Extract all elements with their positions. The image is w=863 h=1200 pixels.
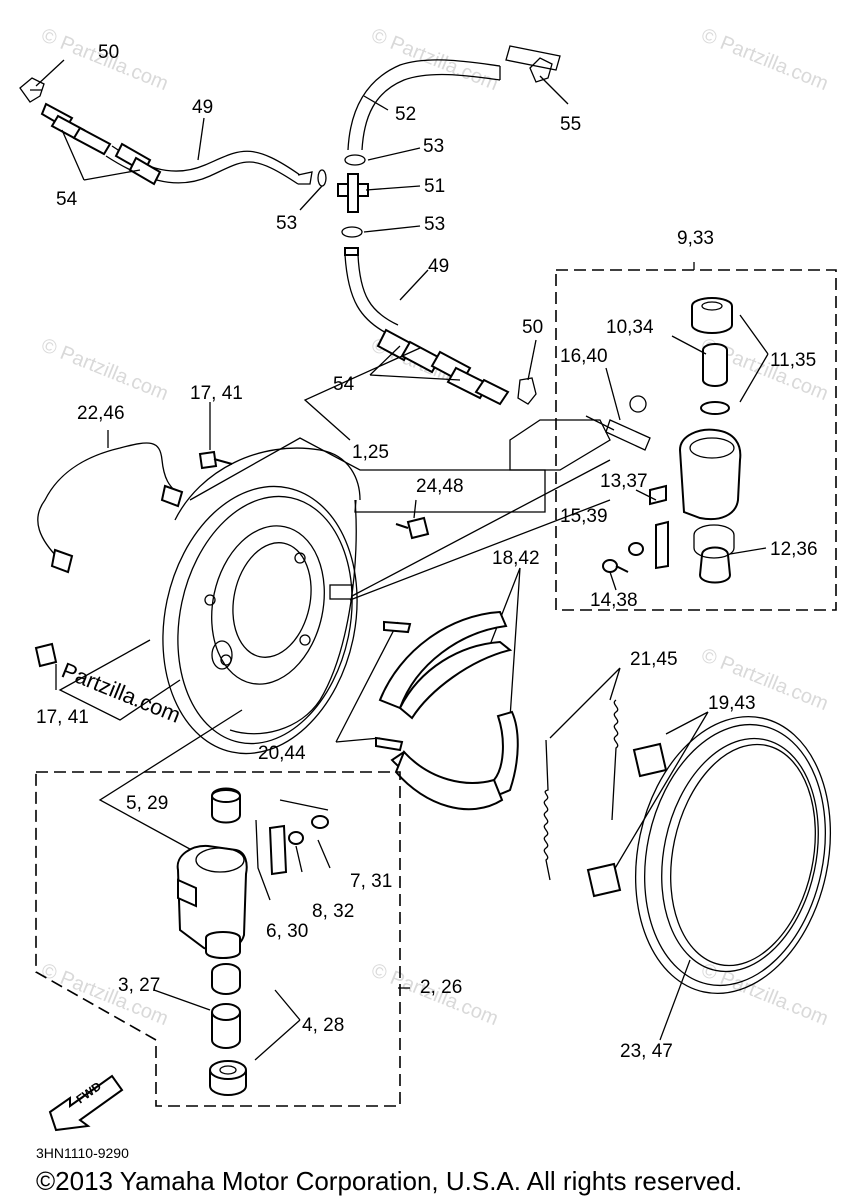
label-53-b: 53 [424, 214, 445, 235]
label-49-mid: 49 [428, 256, 449, 277]
shoe-pin-20b [375, 736, 404, 752]
label-53-a: 53 [423, 136, 444, 157]
part-labels: 50 49 52 55 53 51 53 53 54 49 9,33 10,34… [36, 42, 818, 1062]
label-2-26: 2, 26 [420, 977, 462, 998]
bolt-17-lower [34, 642, 58, 668]
plate-6 [268, 824, 288, 876]
cylinder-cup-11b [700, 401, 730, 415]
brake-hose-assembly [19, 45, 561, 406]
wheel-cylinder-body [678, 428, 742, 520]
label-17-41-top: 17, 41 [190, 383, 243, 404]
label-50-mid: 50 [522, 317, 543, 338]
adjuster-12 [698, 546, 732, 584]
leader-lines [35, 59, 769, 1061]
label-54-mid: 54 [333, 374, 355, 395]
label-6-30: 6, 30 [266, 921, 308, 942]
label-22-46: 22,46 [77, 403, 125, 424]
clamp-53 [317, 169, 327, 187]
label-52: 52 [395, 104, 416, 125]
label-16-40: 16,40 [560, 346, 608, 367]
label-10-34: 10,34 [606, 317, 654, 338]
bolt-24 [395, 516, 430, 540]
label-49-top: 49 [192, 97, 213, 118]
clamp-53 [344, 154, 366, 166]
label-53-left: 53 [276, 213, 297, 234]
label-7-31: 7, 31 [350, 871, 392, 892]
label-18-42: 18,42 [492, 548, 540, 569]
screw-14 [602, 559, 618, 573]
label-3-27: 3, 27 [118, 975, 160, 996]
label-19-43: 19,43 [708, 693, 756, 714]
label-21-45: 21,45 [630, 649, 678, 670]
label-12-36: 12,36 [770, 539, 818, 560]
wheel-cylinder-kit-box [555, 269, 837, 611]
brake-drum-seal [634, 715, 832, 995]
label-50-top: 50 [98, 42, 119, 63]
label-5-29: 5, 29 [126, 793, 168, 814]
wheel-cylinder-lower [176, 787, 329, 1096]
brake-shoe-upper [378, 610, 508, 710]
label-17-41-bottom: 17, 41 [36, 707, 89, 728]
watermark-text: © Partzilla.com [698, 24, 831, 95]
spring-21b [611, 699, 619, 821]
washer-15 [628, 542, 644, 556]
label-51: 51 [424, 176, 445, 197]
piston-3 [211, 1012, 241, 1049]
label-4-28: 4, 28 [302, 1015, 344, 1036]
cylinder-cup-11 [691, 306, 733, 334]
label-55: 55 [560, 114, 581, 135]
label-11-35: 11,35 [770, 350, 816, 371]
forward-arrow-icon: FWD [48, 1074, 124, 1132]
brake-shoes [375, 610, 519, 811]
label-15-39: 15,39 [560, 506, 608, 527]
screw-7 [311, 815, 329, 829]
hose-clip-50 [517, 377, 537, 405]
copyright-notice: ©2013 Yamaha Motor Corporation, U.S.A. A… [36, 1166, 742, 1196]
label-14-38: 14,38 [590, 590, 638, 611]
diagram-code: 3HN1110-9290 [36, 1145, 129, 1161]
shoe-clip-19b [586, 862, 622, 898]
label-23-47: 23, 47 [620, 1041, 673, 1062]
washer-8 [288, 831, 304, 845]
piston-10 [702, 350, 728, 387]
label-8-32: 8, 32 [312, 901, 354, 922]
watermark-text: © Partzilla.com [38, 334, 171, 405]
shoe-pin-20 [383, 620, 412, 634]
bleeder-screw-16 [605, 419, 651, 451]
clamp-53 [341, 226, 363, 238]
shoe-clip-19 [632, 742, 668, 778]
label-1-25: 1,25 [352, 442, 389, 463]
hose-clip-50 [19, 77, 45, 103]
plate-13 [649, 484, 667, 506]
label-54-top: 54 [56, 189, 78, 210]
label-20-44: 20,44 [258, 743, 306, 764]
spring-21 [543, 739, 551, 881]
brake-backing-plate [162, 447, 361, 755]
label-13-37: 13,37 [600, 471, 648, 492]
return-springs [543, 699, 619, 881]
label-9-33: 9,33 [677, 228, 714, 249]
hose-clip-55 [529, 57, 553, 83]
label-24-48: 24,48 [416, 476, 464, 497]
brake-pipe-22 [37, 442, 177, 561]
wheel-cylinder-kit-box-lower [35, 771, 401, 1107]
bolt-17 [198, 450, 233, 470]
